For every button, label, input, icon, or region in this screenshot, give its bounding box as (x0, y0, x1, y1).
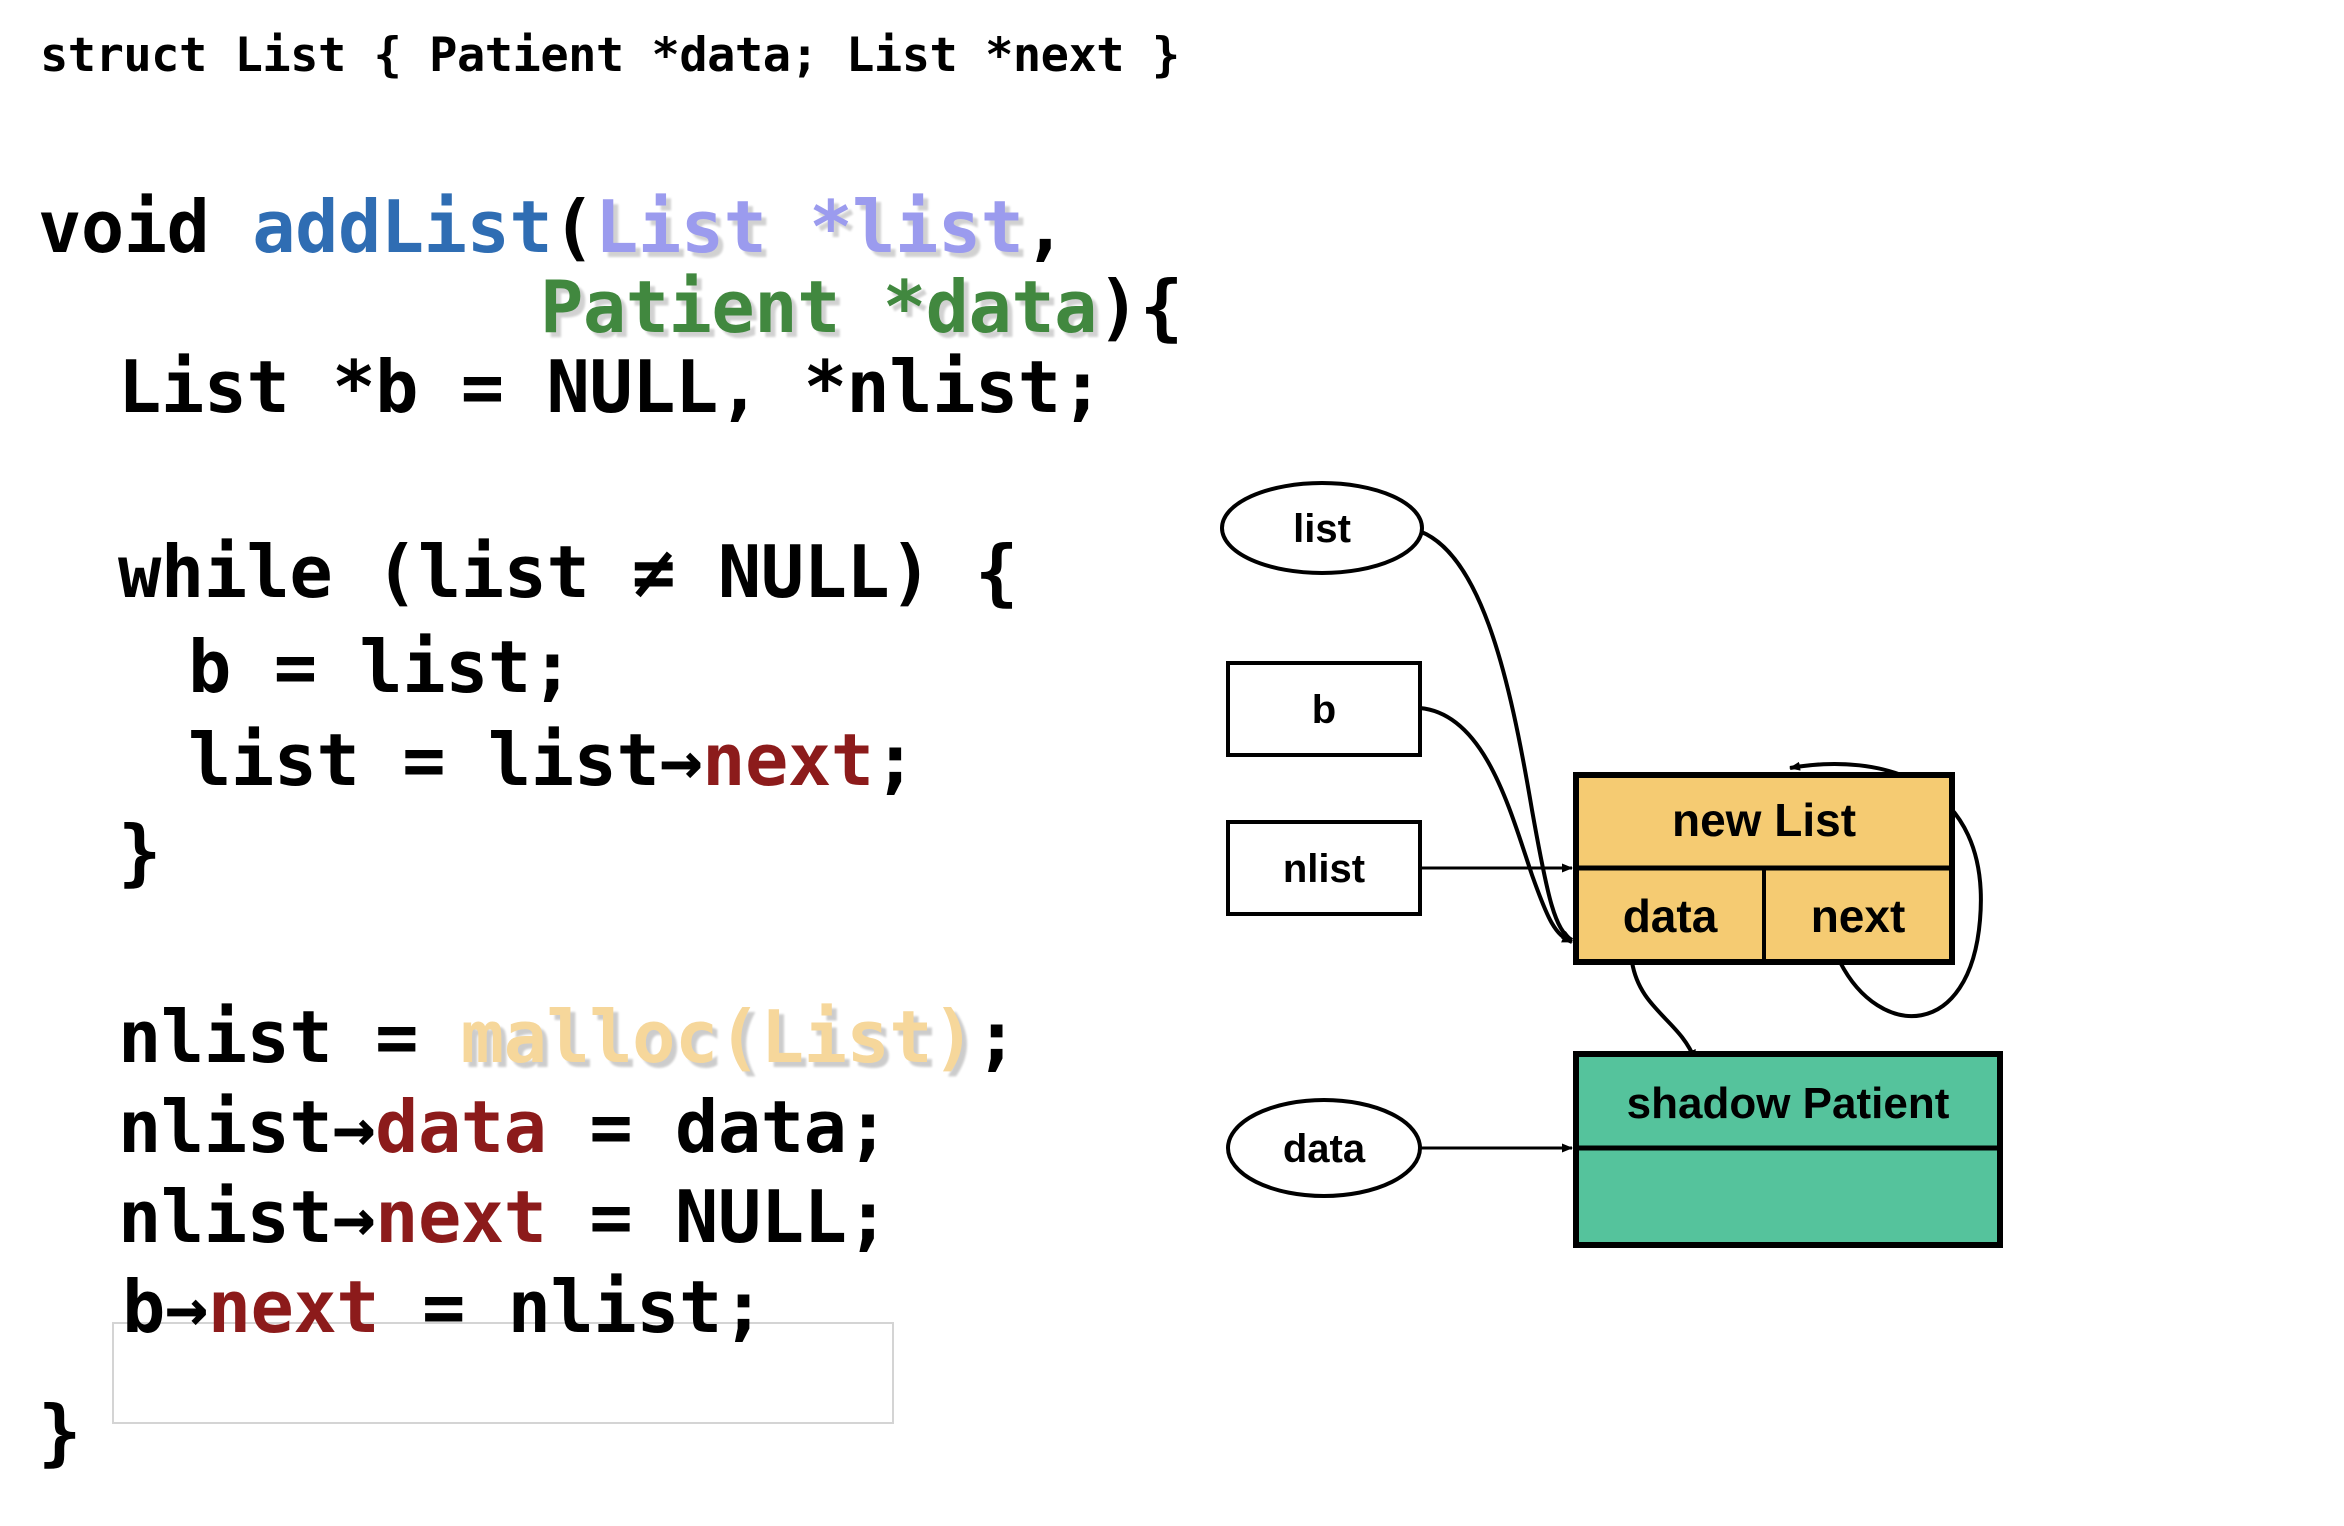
code-panel: struct List { Patient *data; List *next … (38, 28, 1183, 1474)
link-b-lhs: b→ (122, 1265, 208, 1349)
param-list-pointer: List *list (595, 185, 1024, 269)
nlist-var-label: nlist (1283, 847, 1365, 891)
keyword-void: void (38, 185, 210, 269)
b-var-rect (1226, 661, 1422, 757)
param-comma: , (1023, 185, 1067, 269)
code-line-while-close: } (118, 810, 161, 894)
node-list-var[interactable]: list (1220, 481, 1424, 575)
code-line-set-next: nlist→next = NULL; (118, 1175, 890, 1259)
node-nlist-var[interactable]: nlist (1226, 820, 1422, 916)
highlighted-statement-box (112, 1322, 894, 1424)
open-paren: ( (552, 185, 596, 269)
set-next-lhs: nlist→ (118, 1175, 376, 1259)
field-next-token-2: next (375, 1175, 547, 1259)
set-data-rhs: = data; (546, 1085, 890, 1169)
node-data-var[interactable]: data (1226, 1098, 1422, 1198)
malloc-call-token: malloc(List) (460, 995, 976, 1079)
list-var-label: list (1293, 507, 1351, 551)
code-line-advance-list: list = list→next; (188, 718, 917, 802)
code-line-while-head: while (list ≠ NULL) { (118, 530, 1018, 614)
data-var-label: data (1283, 1127, 1366, 1171)
data-var-ellipse (1226, 1098, 1422, 1198)
b-var-label: b (1312, 688, 1336, 732)
code-line-decl-locals: List *b = NULL, *nlist; (118, 345, 1104, 429)
list-var-ellipse (1220, 481, 1424, 575)
param-patient-pointer: Patient *data (540, 265, 1098, 349)
advance-list-lhs: list = list→ (188, 718, 703, 802)
code-line-assign-b: b = list; (188, 625, 574, 709)
new-list-field-next-label: next (1811, 890, 1906, 942)
malloc-semicolon: ; (974, 995, 1018, 1079)
field-data-token: data (375, 1085, 547, 1169)
node-shadow-patient[interactable]: shadow Patient (1573, 1051, 2003, 1248)
edge-field-next-loop (1789, 761, 1983, 1019)
field-next-token-3: next (207, 1265, 380, 1349)
code-line-signature-second: Patient *data){ (540, 265, 1183, 349)
field-next-token: next (702, 718, 874, 802)
code-line-malloc: nlist = malloc(List); (118, 995, 1018, 1079)
function-name-addlist: addList (252, 185, 553, 269)
shadow-patient-title-label: shadow Patient (1627, 1079, 1950, 1128)
link-b-rhs: = nlist; (379, 1265, 765, 1349)
advance-list-semicolon: ; (873, 718, 917, 802)
code-line-signature-first: void addList(List *list, (38, 185, 1067, 269)
sig-space (209, 185, 252, 269)
new-list-field-data-label: data (1623, 890, 1718, 942)
code-line-fn-close: } (38, 1390, 81, 1474)
set-next-rhs: = NULL; (546, 1175, 890, 1259)
nlist-var-rect (1226, 820, 1422, 916)
code-line-struct-decl: struct List { Patient *data; List *next … (40, 28, 1180, 83)
memory-diagram: list b nlist data new List data next (1180, 480, 2344, 1300)
code-line-set-data: nlist→data = data; (118, 1085, 890, 1169)
node-new-list[interactable]: new List data next (1573, 772, 1955, 965)
diagram-svg: list b nlist data new List data next (1220, 481, 2003, 1248)
diagram-edges (1407, 526, 1983, 1153)
malloc-lhs: nlist = (118, 995, 461, 1079)
code-line-link-b-next: b→next = nlist; (122, 1265, 765, 1349)
close-brace-open: ){ (1097, 265, 1183, 349)
edge-b-to-newlist (1419, 706, 1573, 944)
new-list-title-label: new List (1672, 794, 1856, 846)
set-data-lhs: nlist→ (118, 1085, 376, 1169)
edge-list-to-newlist (1407, 526, 1574, 942)
edge-field-data-to-patient (1630, 961, 1697, 1061)
node-b-var[interactable]: b (1226, 661, 1422, 757)
